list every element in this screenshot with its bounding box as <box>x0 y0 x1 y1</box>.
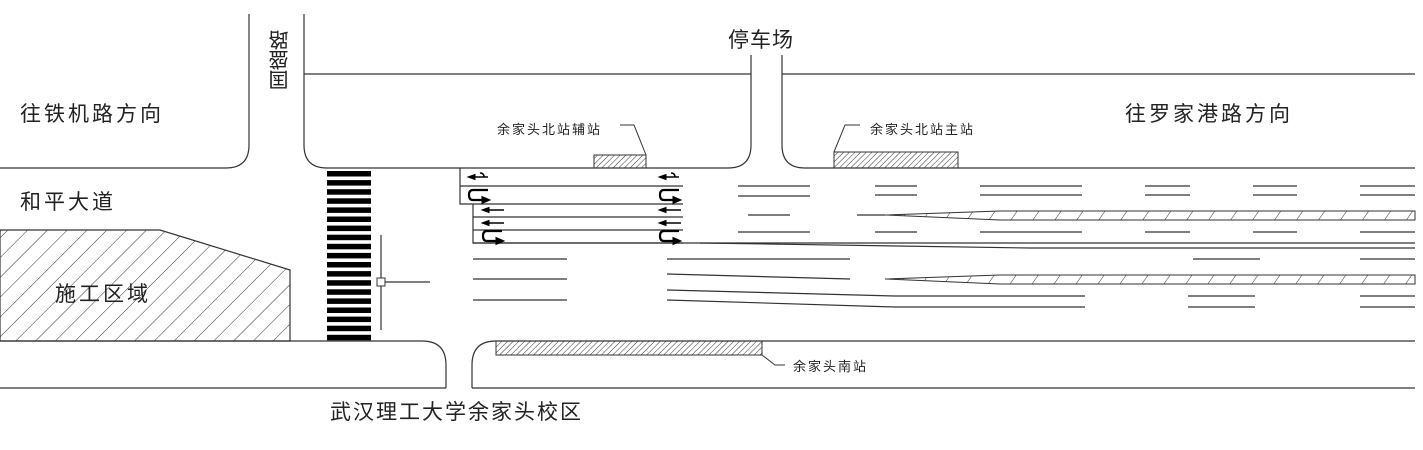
lane-line <box>666 289 1415 297</box>
crosswalk-stripe <box>327 180 371 186</box>
north-main-stop-leader <box>833 124 860 153</box>
west-direction-label: 往铁机路方向 <box>20 102 164 126</box>
south-curb-west <box>0 340 447 388</box>
north-main-stop-platform <box>833 151 959 169</box>
north-main-stop-label: 余家头北站主站 <box>870 123 976 138</box>
crosswalk-stripe <box>327 298 371 304</box>
south-stop-label: 余家头南站 <box>793 360 869 375</box>
straight-arrow-icon <box>480 206 504 214</box>
straight-arrow-icon <box>657 206 681 214</box>
parking-road-east-edge <box>781 55 1415 169</box>
crosswalk-stripe <box>327 198 371 204</box>
south-stop-leader <box>761 354 785 366</box>
u-turn-arrow-icon <box>481 229 506 246</box>
cross-road-label: 国盛路 <box>268 30 292 90</box>
main-road-label: 和平大道 <box>20 190 116 214</box>
lane-arrows <box>466 172 683 246</box>
crosswalk <box>327 171 371 341</box>
crosswalk-stripe <box>327 307 371 313</box>
lane-line <box>472 204 1415 244</box>
hatched-median-2 <box>884 274 1416 285</box>
north-aux-stop-platform <box>593 154 647 169</box>
north-aux-stop-leader <box>620 124 647 156</box>
u-turn-arrow-icon <box>658 188 683 205</box>
lane-markings <box>459 168 1415 308</box>
left-uturn-arrow-icon <box>466 172 488 181</box>
u-turn-arrow-icon <box>467 188 492 205</box>
lane-line <box>699 242 1415 249</box>
crosswalk-stripe <box>327 252 371 259</box>
crosswalk-stripe <box>327 234 371 241</box>
crosswalk-stripe <box>327 171 371 177</box>
crosswalk-stripe <box>327 316 371 323</box>
crosswalk-stripe <box>327 280 371 286</box>
guosheng-road-west-edge <box>0 14 250 169</box>
crosswalk-stripe <box>327 325 371 332</box>
hatched-median-1 <box>884 210 1416 221</box>
crosswalk-stripe <box>327 189 371 195</box>
straight-arrow-icon <box>657 219 681 227</box>
crosswalk-stripe <box>327 271 371 277</box>
crosswalk-stripe <box>327 334 371 341</box>
construction-zone-area <box>0 229 291 342</box>
campus-label: 武汉理工大学余家头校区 <box>330 400 583 424</box>
lane-line <box>473 299 1415 308</box>
south-stop-platform <box>495 340 763 356</box>
straight-arrow-icon <box>480 219 504 227</box>
north-aux-stop-label: 余家头北站辅站 <box>497 123 603 138</box>
crosswalk-stripe <box>327 216 371 222</box>
construction-zone-label: 施工区域 <box>55 282 151 306</box>
lane-line <box>459 168 683 205</box>
guosheng-road-east-edge <box>303 14 752 169</box>
u-turn-arrow-icon <box>658 229 683 246</box>
crosswalk-stripe <box>327 207 371 213</box>
crosshair-marker <box>376 277 386 287</box>
crosswalk-stripe <box>327 225 371 232</box>
lane-line <box>473 273 851 280</box>
lane-line <box>738 194 1415 197</box>
parking-label: 停车场 <box>728 28 794 52</box>
crosswalk-stripe <box>327 243 371 250</box>
crosshair <box>380 235 430 330</box>
east-direction-label: 往罗家港路方向 <box>1125 102 1293 126</box>
left-uturn-arrow-icon <box>657 172 679 181</box>
crosswalk-stripe <box>327 262 371 268</box>
crosswalk-stripe <box>327 289 371 295</box>
